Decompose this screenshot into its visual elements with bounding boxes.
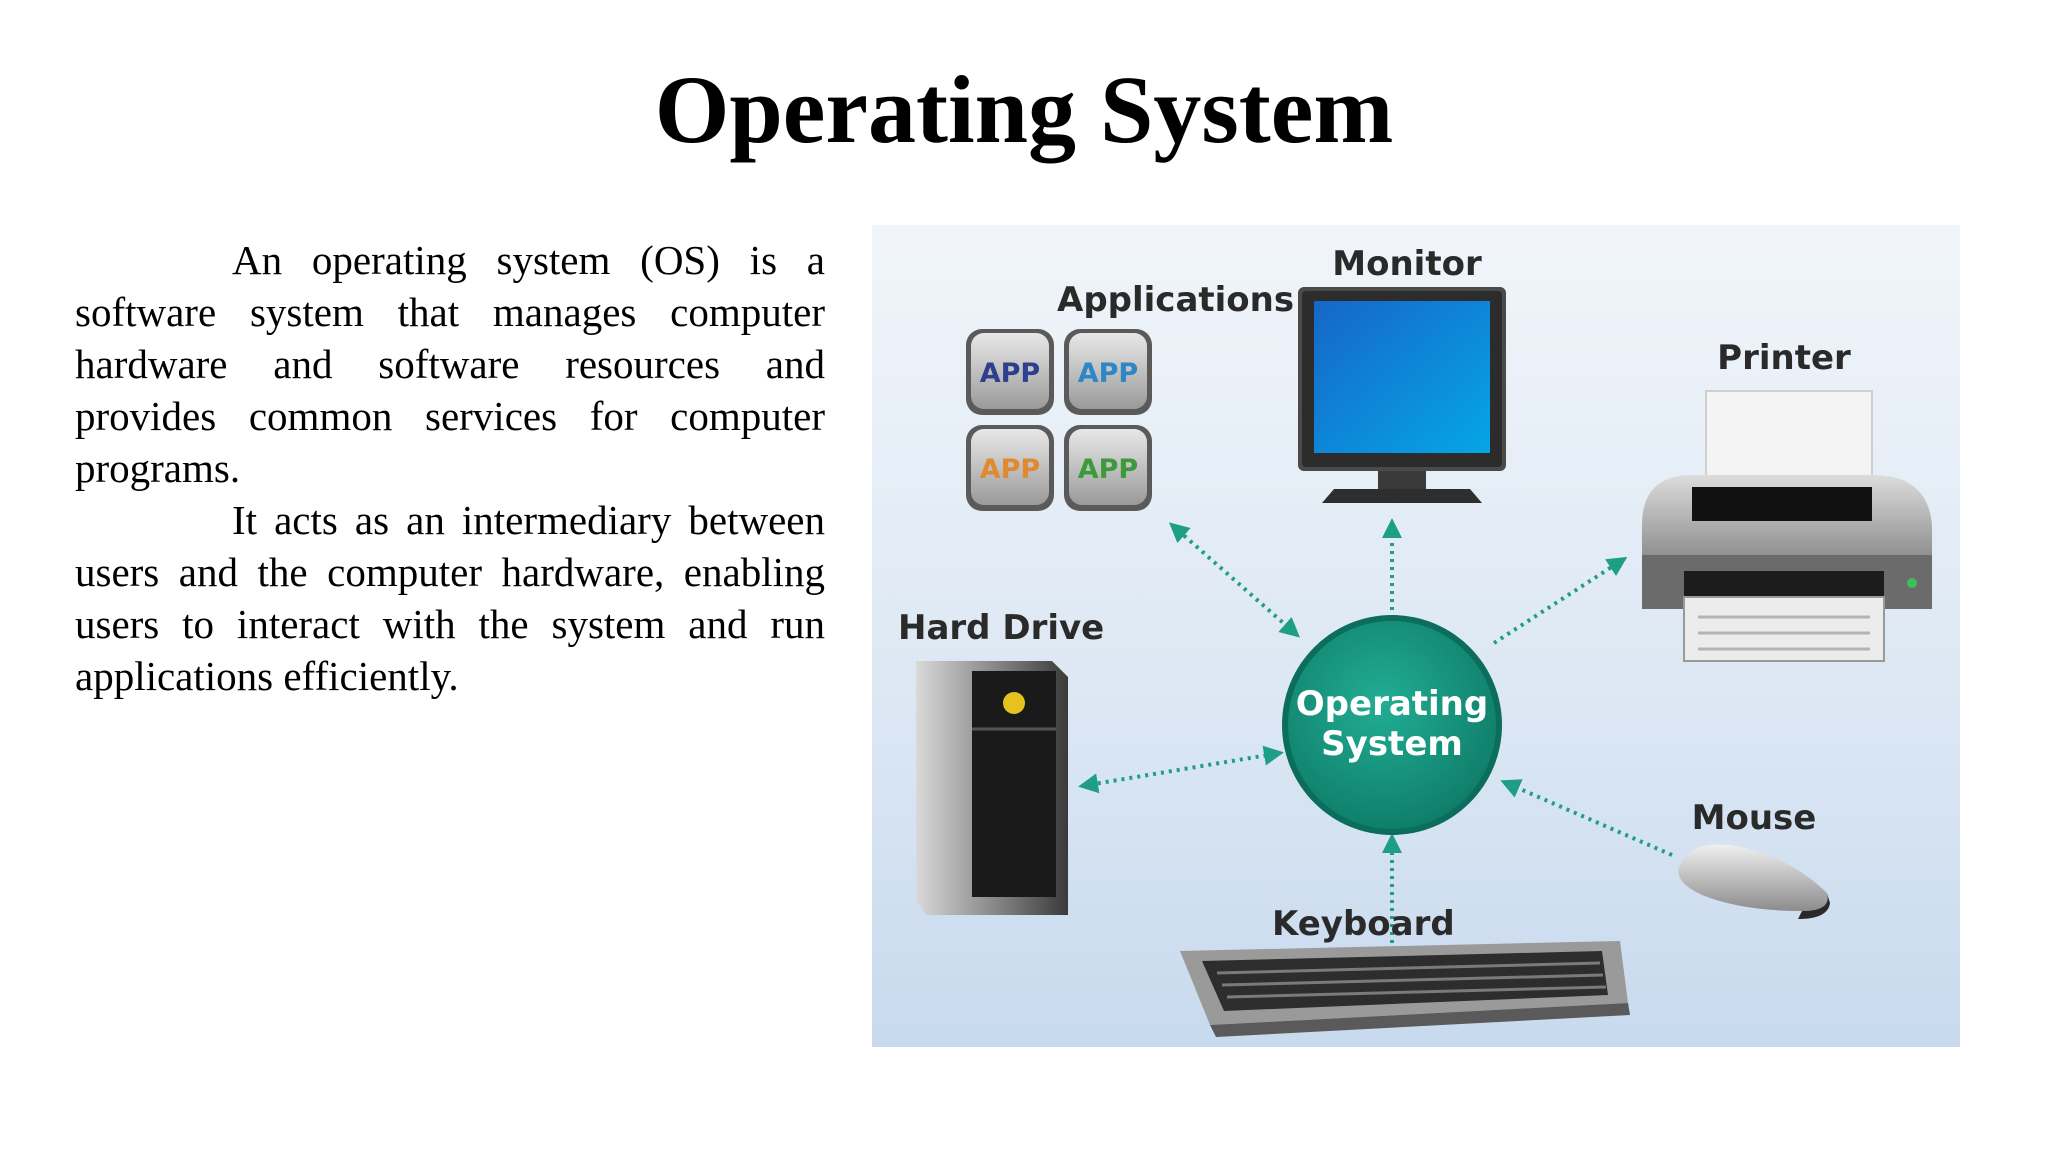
label-monitor: Monitor — [1332, 244, 1482, 284]
monitor-icon — [1298, 287, 1506, 503]
os-diagram-svg: Applications APP APP APP APP Monitor Pri… — [898, 244, 1932, 1037]
app-tile-3: APP — [980, 454, 1040, 485]
os-circle: Operating System — [1282, 615, 1502, 835]
label-applications: Applications — [1057, 280, 1294, 320]
arrow-applications — [1168, 522, 1301, 638]
os-label-line1: Operating — [1296, 684, 1488, 724]
paragraph-role: It acts as an intermediary between users… — [75, 497, 825, 699]
app-tile-2: APP — [1078, 358, 1138, 389]
printer-icon — [1642, 390, 1932, 662]
os-diagram: Applications APP APP APP APP Monitor Pri… — [872, 225, 1960, 1047]
slide-title: Operating System — [654, 56, 1394, 163]
label-keyboard: Keyboard — [1272, 904, 1455, 944]
arrow-mouse — [1500, 779, 1673, 857]
body-text: An operating system (OS) is a software s… — [75, 234, 825, 702]
app-tile-4: APP — [1078, 454, 1138, 485]
label-printer: Printer — [1717, 338, 1851, 378]
keyboard-icon — [1180, 941, 1630, 1037]
connection-arrows — [1078, 518, 1673, 943]
applications-icon: APP APP APP APP — [966, 329, 1152, 511]
app-tile-1: APP — [980, 358, 1040, 389]
label-hard-drive: Hard Drive — [898, 608, 1104, 648]
os-label-line2: System — [1321, 724, 1463, 764]
paragraph-definition: An operating system (OS) is a software s… — [75, 237, 825, 491]
hard-drive-icon — [916, 661, 1068, 915]
mouse-icon — [1678, 844, 1830, 919]
arrow-hard-drive — [1078, 745, 1284, 794]
arrow-printer — [1492, 556, 1628, 645]
label-mouse: Mouse — [1692, 798, 1817, 838]
